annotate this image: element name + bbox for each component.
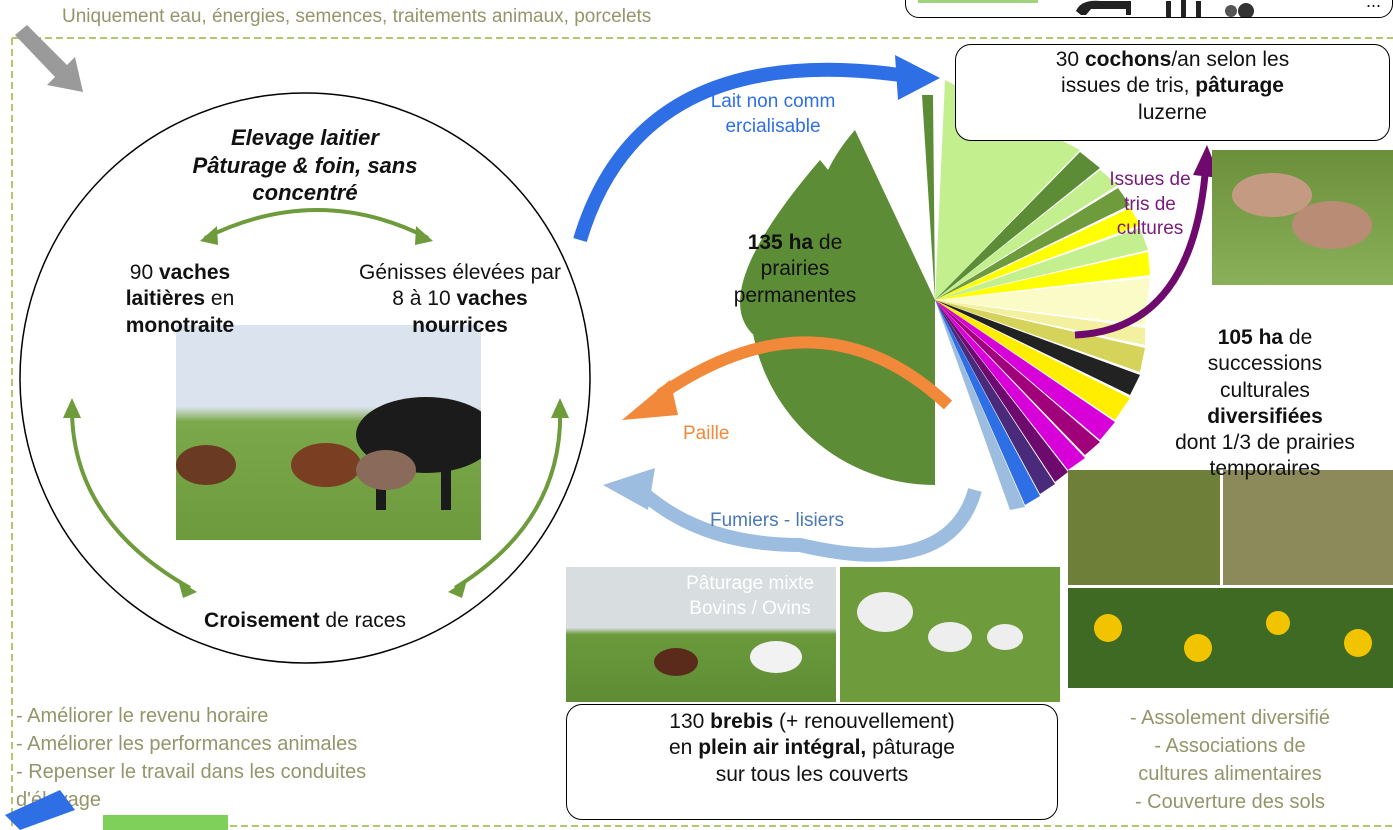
label-paille: Paille: [683, 423, 730, 444]
header-ellipsis: ...: [1366, 0, 1382, 11]
cochons-box: 30 cochons/an selon les issues de tris, …: [955, 44, 1390, 141]
right-list-item: cultures alimentaires: [1138, 763, 1322, 785]
right-list: - Assolement diversifié - Associations d…: [1070, 704, 1390, 816]
label-lait: Lait non commercialisable: [710, 91, 836, 137]
objectives-list: - Améliorer le revenu horaire - Améliore…: [16, 702, 366, 814]
label-issues: Issues de tris de cultures: [1109, 169, 1191, 240]
pie-crop-wedges: [922, 80, 1150, 510]
sheep-photo: [840, 567, 1060, 702]
light-blue-arrow: [635, 484, 982, 562]
field-photo-2: [1223, 470, 1393, 585]
genisses-text: Génisses élevées par 8 à 10 vaches nourr…: [359, 261, 561, 337]
mixed-grazing-photo: [566, 567, 836, 702]
paturage-mixte-label: Pâturage mixte Bovins / Ovins: [686, 573, 814, 619]
objective-item: - Repenser le travail dans les conduites: [16, 761, 367, 783]
header-note: Uniquement eau, énergies, semences, trai…: [62, 6, 652, 27]
brebis-box: 130 brebis (+ renouvellement) en plein a…: [566, 704, 1058, 820]
grey-arrow-icon: [15, 25, 83, 92]
field-photo-1: [1068, 470, 1220, 585]
blue-corner-arrow-icon: [5, 790, 75, 830]
elevage-circle: [19, 92, 591, 664]
header-green-label: [918, 0, 1038, 3]
animal-silhouettes-icon: [1071, 0, 1261, 19]
objective-item: - Améliorer le revenu horaire: [16, 705, 269, 727]
objective-item: - Améliorer les performances animales: [16, 733, 358, 755]
right-list-item: - Couverture des sols: [1134, 791, 1326, 813]
purple-arrow: [1074, 174, 1209, 339]
croisement-text: Croisement de races: [204, 609, 406, 632]
blue-arrow-icon: [573, 62, 901, 243]
orange-arrow: [656, 336, 953, 410]
sunflower-photo: [1068, 588, 1393, 688]
label-fumiers: Fumiers - lisiers: [710, 510, 845, 531]
prairies-text: 135 ha de prairies permanentes: [733, 231, 857, 307]
pigs-photo: [1212, 150, 1393, 285]
vaches-laitieres-text: 90 vaches laitières en monotraite: [125, 261, 235, 337]
cows-photo: [176, 325, 481, 540]
animal-silhouettes-box: ...: [905, 0, 1393, 19]
right-list-item: - Assolement diversifié: [1129, 707, 1331, 729]
successions-text: 105 ha de successions culturales diversi…: [1175, 326, 1355, 481]
logo-icon: [103, 815, 228, 830]
inner-green-arrows: [69, 208, 563, 590]
elevage-title: Elevage laitier Pâturage & foin, sans co…: [192, 125, 418, 205]
inner-arrowheads: [63, 226, 569, 598]
right-list-item: - Associations de: [1154, 735, 1306, 757]
